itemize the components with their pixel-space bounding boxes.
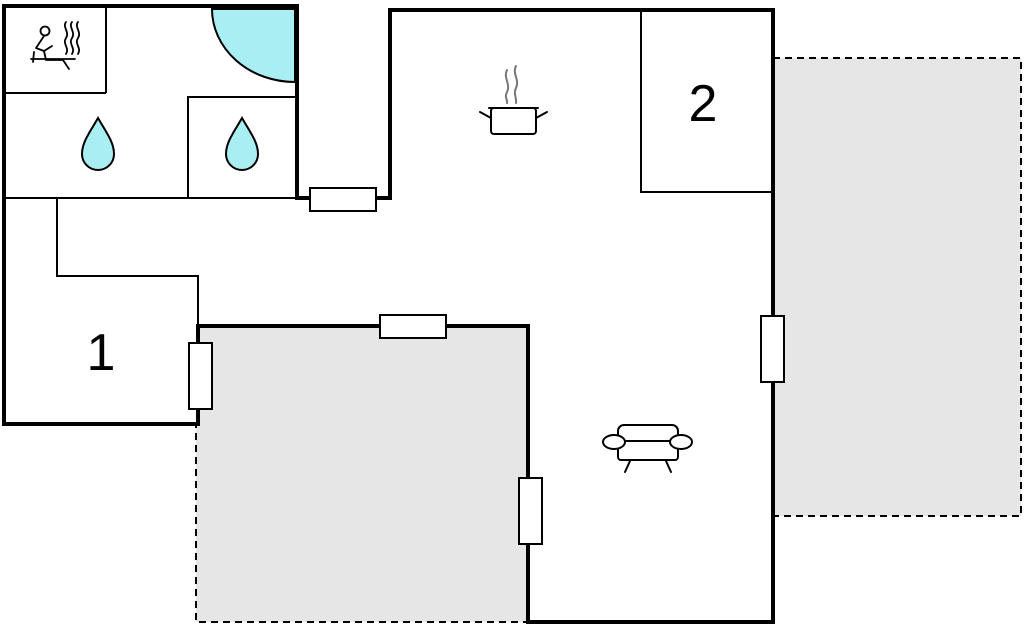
room-number-2: 2 bbox=[689, 75, 718, 133]
window-left bbox=[188, 342, 213, 410]
sauna-icon bbox=[30, 21, 81, 70]
window-middle bbox=[379, 314, 447, 339]
armchair-icon bbox=[602, 424, 693, 473]
window-top bbox=[309, 187, 377, 212]
interior-walls bbox=[4, 6, 773, 326]
window-right bbox=[760, 315, 785, 383]
water-drop-icon bbox=[80, 115, 116, 171]
terrace-right bbox=[772, 57, 1022, 517]
cooking-pot-icon bbox=[479, 65, 548, 135]
room-number-1: 1 bbox=[87, 324, 116, 382]
exterior-walls bbox=[2, 4, 775, 624]
shower-door-swing-icon bbox=[210, 8, 296, 84]
water-drop-icon bbox=[224, 115, 260, 171]
window-bottom bbox=[518, 477, 543, 545]
terrace-left bbox=[195, 325, 529, 623]
